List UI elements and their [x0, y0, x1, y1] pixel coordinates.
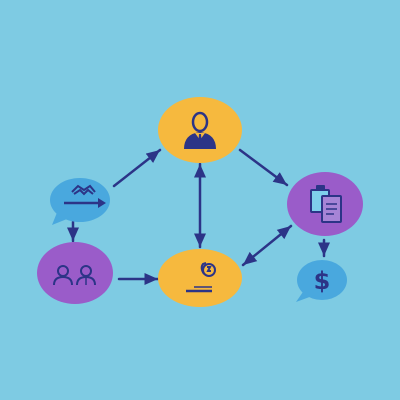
two-people-icon	[53, 265, 96, 286]
node-dollar-chat: $	[296, 260, 347, 302]
dollar-icon: $	[314, 267, 331, 295]
node-center-hand	[158, 249, 242, 307]
node-right-documents	[287, 172, 363, 236]
businessman-icon	[184, 111, 216, 149]
arrow-leftchat-to-person	[112, 148, 162, 188]
connectors	[67, 148, 330, 285]
node-left-people	[37, 242, 113, 304]
node-left-chat	[50, 178, 110, 225]
handshake-arrow-icon	[64, 184, 106, 208]
documents-icon	[310, 185, 342, 223]
node-top-person	[158, 97, 242, 163]
hand-coin-icon	[186, 262, 216, 293]
arrow-hand-documents-bidirectional	[241, 224, 293, 267]
arrow-person-to-documents	[238, 148, 289, 187]
